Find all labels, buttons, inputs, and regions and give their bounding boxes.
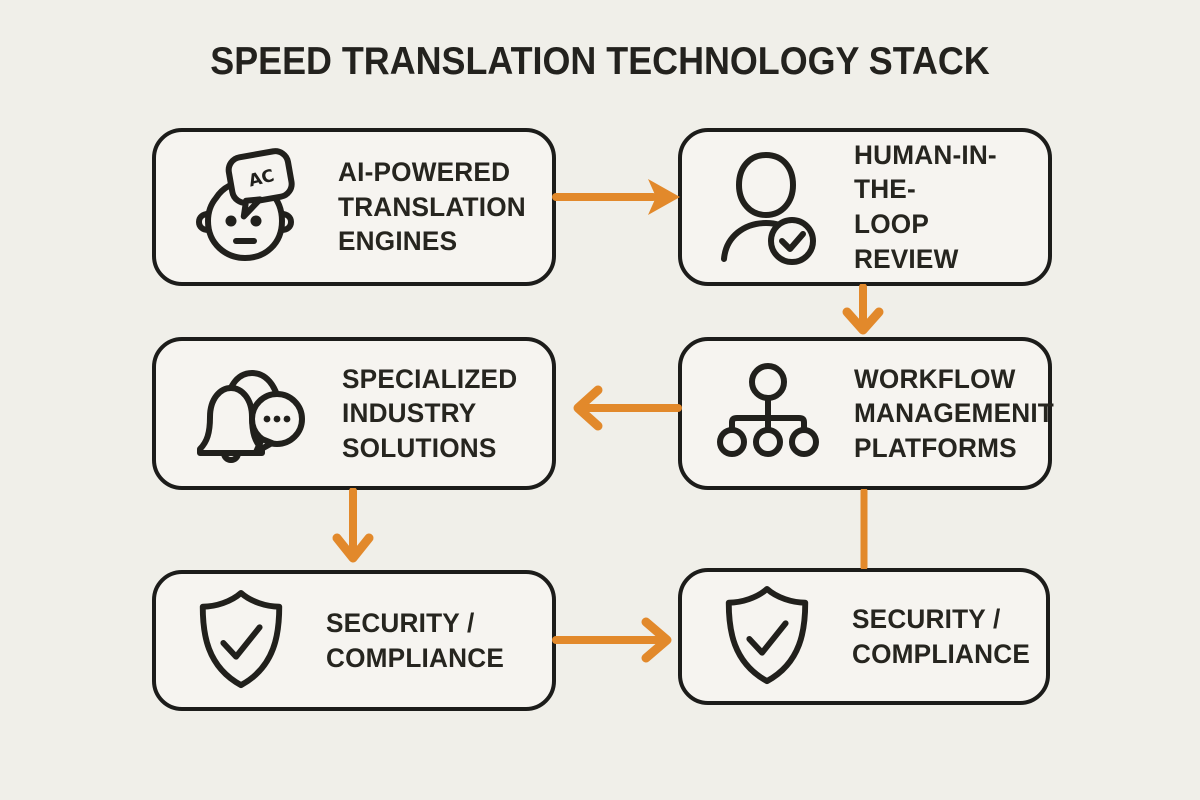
node-label: SPECIALIZED INDUSTRY SOLUTIONS bbox=[342, 363, 518, 463]
bells-chat-icon bbox=[190, 353, 308, 475]
person-check-icon bbox=[716, 147, 820, 267]
robot-chat-icon: AC bbox=[190, 146, 304, 268]
arrow-industry-to-security-left bbox=[332, 488, 374, 563]
node-security-left: SECURITY / COMPLIANCE bbox=[152, 570, 556, 711]
node-label: HUMAN-IN-THE- LOOP REVIEW bbox=[854, 139, 997, 274]
node-label: AI-POWERED TRANSLATION ENGINES bbox=[338, 157, 526, 257]
arrow-workflow-to-industry bbox=[573, 385, 682, 431]
node-workflow-platforms: WORKFLOW MANAGEMENIT PLATFORMS bbox=[678, 337, 1055, 490]
diagram-title: SPEED TRANSLATION TECHNOLOGY STACK bbox=[210, 40, 990, 83]
connector-workflow-to-security-right bbox=[860, 489, 868, 569]
arrow-ai-to-human bbox=[552, 179, 680, 215]
shield-check-icon bbox=[716, 582, 818, 692]
arrow-human-to-workflow bbox=[842, 284, 884, 335]
node-label: SECURITY / COMPLIANCE bbox=[852, 603, 1030, 669]
node-security-right: SECURITY / COMPLIANCE bbox=[678, 568, 1050, 705]
node-ai-translation: AC AI-POWERED TRANSLATION ENGINES bbox=[152, 128, 556, 286]
node-human-review: HUMAN-IN-THE- LOOP REVIEW bbox=[678, 128, 1052, 286]
node-label: SECURITY / COMPLIANCE bbox=[326, 607, 504, 673]
shield-check-icon bbox=[190, 586, 292, 696]
node-industry-solutions: SPECIALIZED INDUSTRY SOLUTIONS bbox=[152, 337, 556, 490]
arrow-security-left-to-security-right bbox=[552, 617, 672, 663]
org-chart-icon bbox=[716, 356, 820, 472]
node-label: WORKFLOW MANAGEMENIT PLATFORMS bbox=[854, 363, 1055, 463]
